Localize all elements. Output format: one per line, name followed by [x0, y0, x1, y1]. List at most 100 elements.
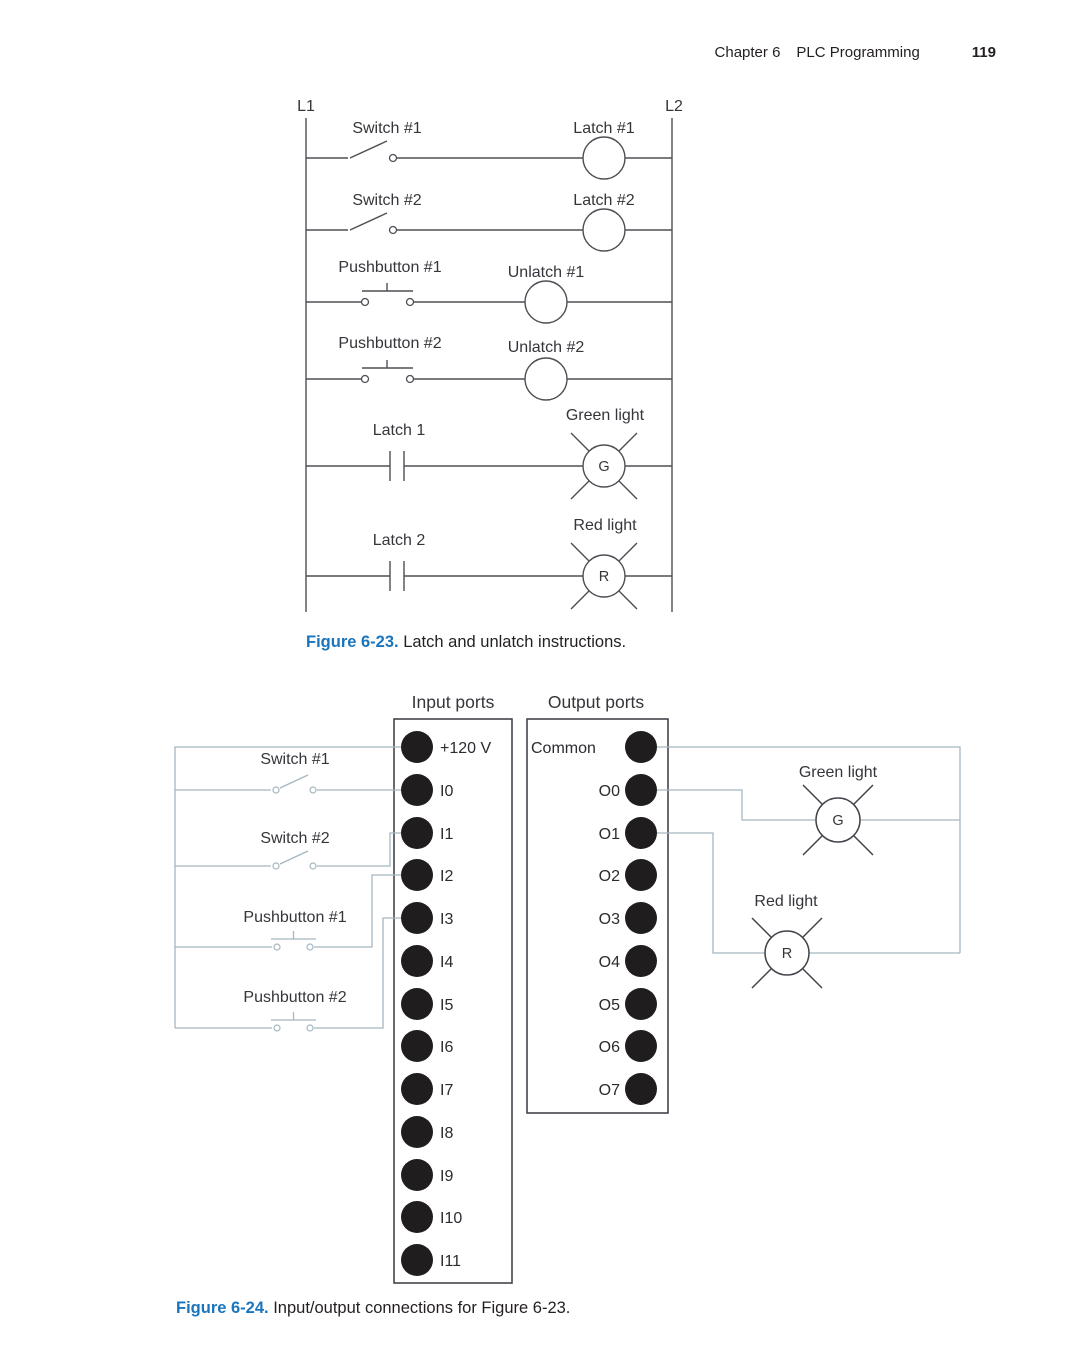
pushbutton-2-terminal-right [306, 1024, 314, 1032]
input-port-label-i4: I4 [440, 954, 453, 971]
output-port-o2 [625, 859, 657, 891]
switch-1-blade [279, 774, 309, 789]
pushbutton-2-actuator [362, 360, 413, 369]
rung-5: G Latch 1 Green light [306, 407, 672, 500]
page-header: Chapter 6 PLC Programming 119 [715, 44, 996, 61]
latch-2-contact [389, 561, 405, 591]
pushbutton-2-terminal-right [405, 374, 415, 384]
output-wiring: G R [657, 746, 961, 989]
unlatch-1-coil [524, 280, 568, 324]
figure-6-23-caption-text: Latch and unlatch instructions. [398, 633, 627, 651]
input-wiring [174, 746, 401, 1032]
output-port-label-o7: O7 [599, 1082, 620, 1099]
unlatch-2-coil-label: Unlatch #2 [508, 339, 585, 356]
input-port-label-i2: I2 [440, 868, 453, 885]
pushbutton-1-wire [175, 874, 401, 948]
input-port-i8 [401, 1116, 433, 1148]
input-port-label-i0: I0 [440, 783, 453, 800]
red-lamp-rays [751, 917, 823, 989]
latch-1-coil-label: Latch #1 [573, 120, 634, 137]
red-light-label: Red light [754, 893, 818, 910]
green-lamp-rays [802, 784, 874, 856]
input-port-i2 [401, 859, 433, 891]
figure-6-24-caption: Figure 6-24. Input/output connections fo… [176, 1299, 570, 1318]
rung-3: Pushbutton #1 Unlatch #1 [306, 259, 672, 324]
latch-1-contact-label: Latch 1 [373, 422, 426, 439]
input-port-i0 [401, 774, 433, 806]
input-port-i5 [401, 988, 433, 1020]
switch-2-label: Switch #2 [260, 830, 329, 847]
red-lamp-letter: R [599, 569, 609, 585]
o1-to-red-wire [657, 832, 765, 954]
pushbutton-2-actuator [271, 1012, 316, 1021]
latch-2-coil-label: Latch #2 [573, 192, 634, 209]
output-port-label-common: Common [531, 740, 596, 757]
o0-to-green-wire [657, 789, 816, 821]
unlatch-2-coil [524, 357, 568, 401]
figure-6-24-caption-label: Figure 6-24. [176, 1299, 269, 1317]
figure-6-23-caption: Figure 6-23. Latch and unlatch instructi… [306, 633, 626, 652]
rung-4: Pushbutton #2 Unlatch #2 [306, 335, 672, 401]
switch-2-blade [349, 212, 388, 231]
output-port-label-o3: O3 [599, 911, 620, 928]
input-port-i9 [401, 1159, 433, 1191]
figure-6-24-io-diagram: Input ports Output ports Switch #1 [174, 692, 961, 1284]
switch-1-label: Switch #1 [352, 120, 421, 137]
switch-1-terminal-left [272, 786, 280, 794]
latch-2-coil [582, 208, 626, 252]
input-ports-box [393, 718, 513, 1284]
output-port-label-o0: O0 [599, 783, 620, 800]
switch-1-terminal-right [309, 786, 317, 794]
switch-2-terminal [388, 225, 398, 235]
rung-6: R Latch 2 Red light [306, 517, 672, 610]
pushbutton-1-label: Pushbutton #1 [243, 909, 346, 926]
input-port-label-i7: I7 [440, 1082, 453, 1099]
output-ports-title: Output ports [548, 692, 645, 712]
supply-wire [174, 746, 401, 1028]
input-port-label-120v: +120 V [440, 740, 491, 757]
output-port-o3 [625, 902, 657, 934]
latch-1-contact [389, 451, 405, 481]
left-rail-label: L1 [297, 98, 315, 115]
chapter-label: Chapter 6 [714, 44, 781, 61]
input-port-i3 [401, 902, 433, 934]
pushbutton-1-terminal-left [273, 943, 281, 951]
figure-6-24-caption-text: Input/output connections for Figure 6-23… [268, 1299, 571, 1317]
green-lamp-rays [570, 432, 638, 500]
output-port-label-o1: O1 [599, 826, 620, 843]
red-lamp-rays [570, 542, 638, 610]
input-port-120v [401, 731, 433, 763]
input-port-i11 [401, 1244, 433, 1276]
latch-1-coil [582, 136, 626, 180]
input-port-label-i5: I5 [440, 997, 453, 1014]
output-port-terminals: Common O0 O1 O2 O3 O4 O5 O6 O7 [531, 731, 657, 1105]
pushbutton-1-label: Pushbutton #1 [338, 259, 441, 276]
input-port-label-i10: I10 [440, 1210, 462, 1227]
pushbutton-2-label: Pushbutton #2 [338, 335, 441, 352]
latch-2-contact-label: Latch 2 [373, 532, 426, 549]
output-port-o1 [625, 817, 657, 849]
red-lamp-letter: R [782, 946, 792, 962]
input-ports-title: Input ports [412, 692, 495, 712]
input-port-label-i9: I9 [440, 1168, 453, 1185]
green-lamp-letter: G [598, 459, 609, 475]
switch-1-blade [349, 140, 388, 159]
switch-2-blade [279, 850, 309, 865]
red-lamp [764, 930, 810, 976]
switch-2-wire [175, 832, 401, 867]
rung-2: Switch #2 Latch #2 [306, 192, 672, 252]
pushbutton-2-label: Pushbutton #2 [243, 989, 346, 1006]
rung-1: Switch #1 Latch #1 [306, 120, 672, 180]
output-port-o6 [625, 1030, 657, 1062]
red-light-label: Red light [573, 517, 637, 534]
right-rail-label: L2 [665, 98, 683, 115]
input-port-terminals: +120 V I0 I1 I2 I3 I4 I5 I6 I7 I8 I9 I10… [401, 731, 491, 1276]
pushbutton-1-terminal-left [360, 297, 370, 307]
output-port-label-o2: O2 [599, 868, 620, 885]
input-port-label-i1: I1 [440, 826, 453, 843]
figure-6-23-caption-label: Figure 6-23. [306, 633, 399, 651]
green-lamp [815, 797, 861, 843]
input-port-i7 [401, 1073, 433, 1105]
output-ports-box [526, 718, 669, 1114]
switch-2-terminal-right [309, 862, 317, 870]
